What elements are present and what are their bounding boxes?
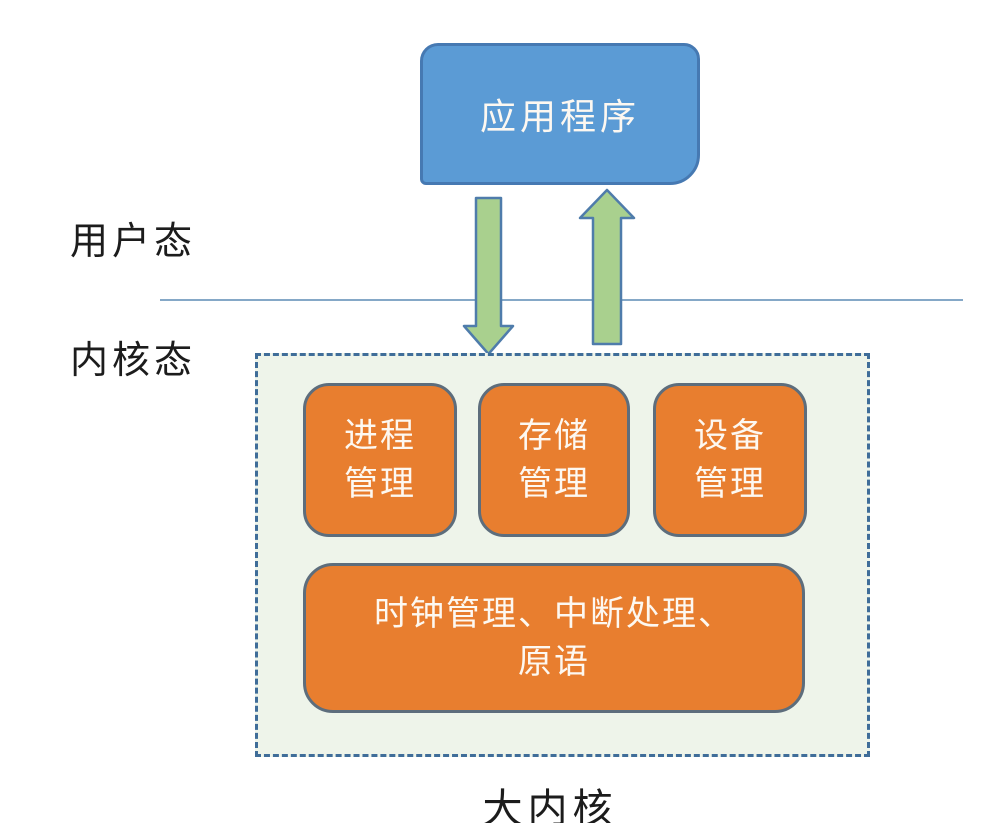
application-box: 应用程序: [420, 43, 700, 185]
module-device-management: 设备 管理: [653, 383, 807, 537]
kernel-caption: 大内核: [482, 786, 618, 823]
module-storage-management: 存储 管理: [478, 383, 630, 537]
up-arrow-icon: [578, 188, 636, 346]
down-arrow-icon: [462, 196, 515, 356]
module-clock-interrupt-primitives: 时钟管理、中断处理、 原语: [303, 563, 805, 713]
kernel-mode-label: 内核态: [70, 338, 197, 382]
mode-divider-line: [160, 299, 963, 301]
application-box-label: 应用程序: [479, 97, 640, 138]
user-mode-label: 用户态: [70, 219, 197, 263]
module-process-management: 进程 管理: [303, 383, 457, 537]
